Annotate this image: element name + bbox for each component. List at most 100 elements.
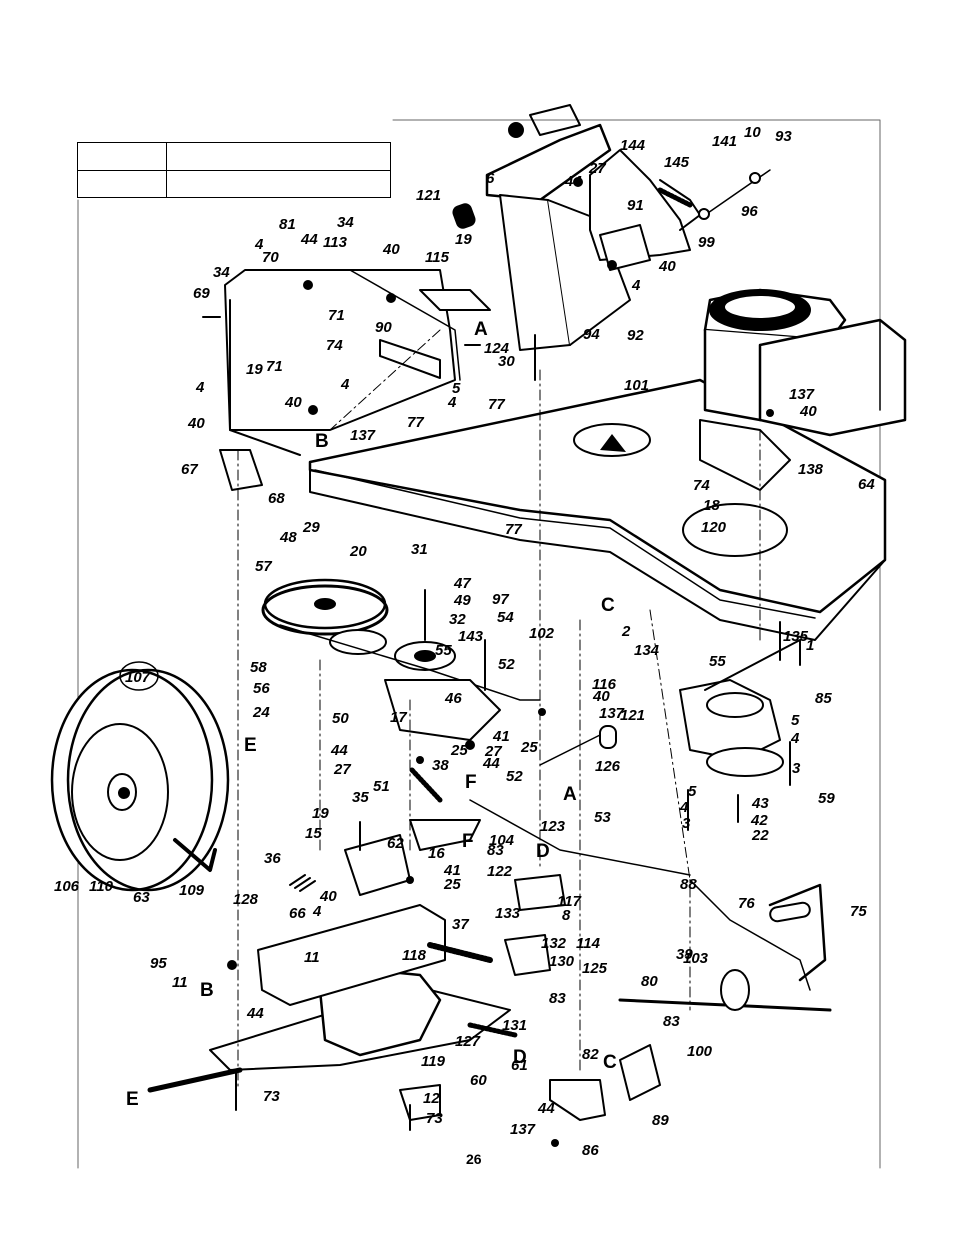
part-label-52: 52 — [498, 656, 515, 673]
part-label-31: 31 — [411, 541, 428, 558]
part-label-86: 86 — [582, 1142, 599, 1159]
part-label-2: 2 — [621, 623, 631, 640]
reference-letter-E: E — [244, 735, 257, 756]
part-label-137: 137 — [789, 386, 815, 403]
part-label-8: 8 — [562, 907, 571, 924]
part-label-20: 20 — [349, 543, 367, 560]
part-label-36: 36 — [264, 850, 281, 867]
part-label-41: 41 — [443, 862, 461, 879]
part-labels: 1233444444445556810111112151617181919192… — [54, 124, 875, 1159]
part-label-96: 96 — [741, 203, 758, 220]
header-table — [77, 142, 391, 198]
part-label-91: 91 — [627, 197, 644, 214]
reference-letter-A: A — [474, 319, 488, 340]
part-label-42: 42 — [750, 812, 768, 829]
part-label-4: 4 — [447, 394, 457, 411]
reference-letter-E: E — [126, 1089, 139, 1110]
part-label-109: 109 — [179, 882, 205, 899]
part-label-56: 56 — [253, 680, 270, 697]
part-label-63: 63 — [133, 889, 150, 906]
part-label-89: 89 — [652, 1112, 669, 1129]
part-label-104: 104 — [489, 832, 515, 849]
part-label-1: 1 — [806, 637, 814, 654]
part-label-53: 53 — [594, 809, 611, 826]
part-label-32: 32 — [449, 611, 466, 628]
part-label-143: 143 — [458, 628, 484, 645]
part-label-77: 77 — [407, 414, 424, 431]
part-label-124: 124 — [484, 340, 510, 357]
part-label-44: 44 — [482, 755, 500, 772]
part-label-19: 19 — [455, 231, 472, 248]
part-label-4: 4 — [340, 376, 350, 393]
part-label-11: 11 — [172, 974, 188, 991]
header-table-row — [77, 169, 391, 198]
part-label-59: 59 — [818, 790, 835, 807]
header-table-cell — [77, 169, 167, 198]
reference-letter-F: F — [462, 831, 474, 852]
part-label-85: 85 — [815, 690, 832, 707]
part-label-115: 115 — [425, 249, 450, 266]
part-label-83: 83 — [487, 842, 504, 859]
part-label-38: 38 — [432, 757, 449, 774]
part-label-135: 135 — [783, 628, 809, 645]
part-label-52: 52 — [506, 768, 523, 785]
part-label-113: 113 — [323, 234, 348, 251]
part-label-76: 76 — [738, 895, 755, 912]
part-label-4: 4 — [631, 277, 641, 294]
part-label-19: 19 — [246, 361, 263, 378]
part-label-130: 130 — [549, 953, 575, 970]
part-label-34: 34 — [213, 264, 230, 281]
part-label-75: 75 — [850, 903, 867, 920]
part-label-47: 47 — [453, 575, 471, 592]
part-label-74: 74 — [326, 337, 343, 354]
part-label-3: 3 — [682, 815, 691, 832]
part-label-57: 57 — [255, 558, 272, 575]
header-table-cell — [166, 169, 391, 198]
part-label-58: 58 — [250, 659, 267, 676]
part-label-22: 22 — [751, 827, 769, 844]
part-label-123: 123 — [540, 818, 566, 835]
part-label-4: 4 — [312, 903, 322, 920]
part-label-41: 41 — [492, 728, 510, 745]
part-label-49: 49 — [453, 592, 471, 609]
part-label-4: 4 — [254, 236, 264, 253]
page-number: 26 — [466, 1151, 482, 1167]
part-label-137: 137 — [510, 1121, 536, 1138]
reference-letter-B: B — [200, 980, 214, 1001]
part-label-17: 17 — [390, 709, 407, 726]
part-label-27: 27 — [484, 743, 502, 760]
part-label-77: 77 — [505, 521, 522, 538]
part-label-40: 40 — [658, 258, 676, 275]
part-label-122: 122 — [487, 863, 513, 880]
part-label-19: 19 — [312, 805, 329, 822]
reference-letter-D: D — [513, 1047, 527, 1068]
part-label-99: 99 — [698, 234, 715, 251]
part-label-4: 4 — [195, 379, 205, 396]
part-label-55: 55 — [435, 642, 452, 659]
part-label-106: 106 — [54, 878, 80, 895]
part-label-15: 15 — [305, 825, 322, 842]
part-label-11: 11 — [304, 949, 320, 966]
part-label-92: 92 — [627, 327, 644, 344]
part-label-16: 16 — [428, 845, 445, 862]
part-label-137: 137 — [599, 705, 625, 722]
part-label-61: 61 — [511, 1057, 528, 1074]
part-label-121: 121 — [416, 187, 441, 204]
part-label-107-circle — [119, 661, 159, 691]
part-label-132: 132 — [541, 935, 567, 952]
part-label-44: 44 — [564, 173, 582, 190]
part-label-74: 74 — [693, 477, 710, 494]
part-label-3: 3 — [792, 760, 801, 777]
part-label-10: 10 — [744, 124, 761, 141]
part-label-131: 131 — [502, 1017, 527, 1034]
part-label-29: 29 — [302, 519, 320, 536]
part-label-25: 25 — [520, 739, 538, 756]
part-label-100: 100 — [687, 1043, 713, 1060]
reference-letter-F: F — [465, 772, 477, 793]
part-label-68: 68 — [268, 490, 285, 507]
part-label-5: 5 — [791, 712, 800, 729]
part-label-95: 95 — [150, 955, 167, 972]
part-label-144: 144 — [620, 137, 646, 154]
part-label-80: 80 — [641, 973, 658, 990]
